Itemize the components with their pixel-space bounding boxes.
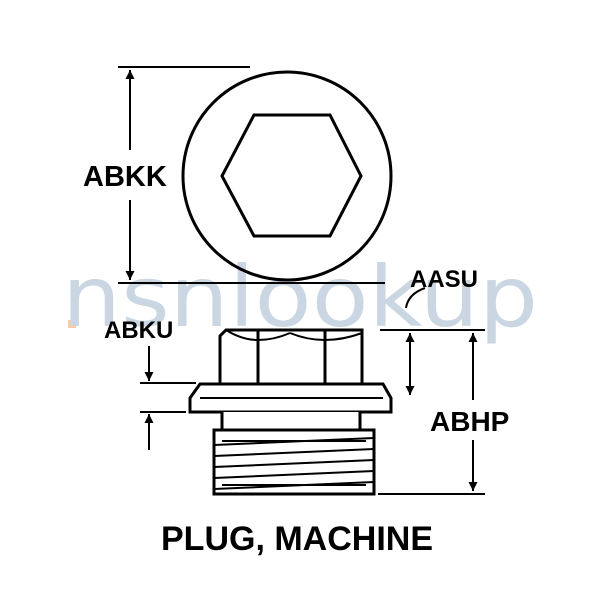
label-abhp: ABHP <box>430 406 509 437</box>
thread-line <box>213 459 375 468</box>
diagram-caption: PLUG, MACHINE <box>161 520 433 558</box>
leader-line-aasu <box>405 287 426 309</box>
dimension-abkk <box>118 66 385 284</box>
label-abku: ABKU <box>104 317 173 344</box>
watermark-dot <box>68 320 76 328</box>
hex-chamfer-left <box>225 329 291 342</box>
dimension-aasu <box>380 287 485 395</box>
label-abkk: ABKK <box>83 161 167 193</box>
thread-lines <box>213 437 375 490</box>
label-abhp-background <box>428 402 520 438</box>
hex-socket <box>220 113 363 238</box>
top-view <box>181 70 393 282</box>
thread-line <box>213 470 375 479</box>
dimension-abku <box>140 346 196 450</box>
dimension-abhp <box>378 333 485 495</box>
hex-chamfer-right <box>289 332 363 342</box>
plug-head-circle <box>181 70 393 282</box>
label-aasu: AASU <box>410 266 478 293</box>
neck <box>220 412 362 432</box>
side-view <box>188 328 393 496</box>
thread-line <box>213 448 375 457</box>
